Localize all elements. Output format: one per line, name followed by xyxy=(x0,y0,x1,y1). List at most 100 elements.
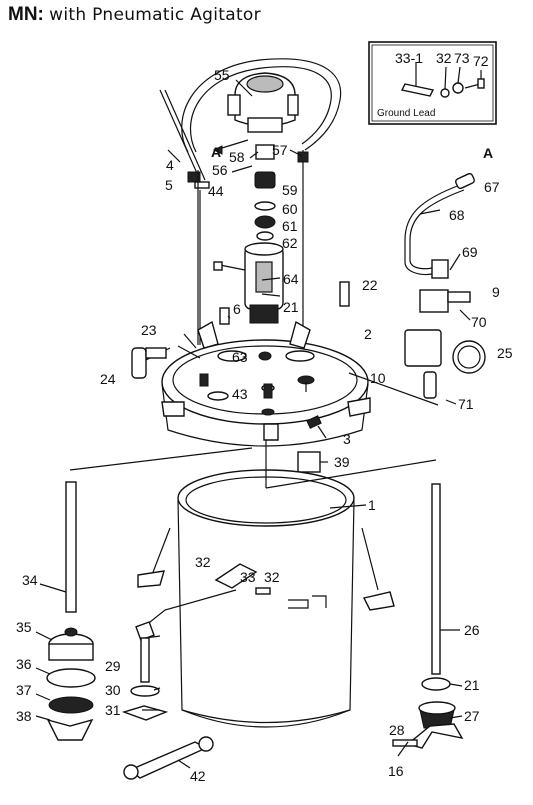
part-70 xyxy=(419,289,449,313)
callout-35: 35 xyxy=(16,619,32,635)
part-71 xyxy=(423,371,437,399)
part-25-regulator xyxy=(404,329,442,367)
callout-27: 27 xyxy=(464,708,480,724)
inset-label-33-1: 33-1 xyxy=(395,50,423,66)
callout-1: 1 xyxy=(368,497,376,513)
callout-64: 64 xyxy=(283,271,299,287)
callout-32-right: 32 xyxy=(264,569,280,585)
callout-22: 22 xyxy=(362,277,378,293)
title-text: with Pneumatic Agitator xyxy=(49,5,261,25)
callout-5: 5 xyxy=(165,177,173,193)
part-61 xyxy=(254,215,276,229)
callout-57: 57 xyxy=(272,142,288,158)
inset-label-32: 32 xyxy=(436,50,452,66)
callout-30: 30 xyxy=(105,682,121,698)
callout-24: 24 xyxy=(100,371,116,387)
callout-9: 9 xyxy=(492,284,500,300)
callout-67: 67 xyxy=(484,179,500,195)
callout-56: 56 xyxy=(212,162,228,178)
part-34-tube xyxy=(65,481,77,613)
part-3 xyxy=(306,415,322,429)
callout-A-top: A xyxy=(211,144,221,160)
part-22 xyxy=(339,281,350,307)
part-29-bolt xyxy=(140,637,150,683)
ground-washer xyxy=(440,88,450,98)
leader-lines xyxy=(35,79,471,769)
callout-69: 69 xyxy=(462,244,478,260)
callout-26: 26 xyxy=(464,622,480,638)
callout-43: 43 xyxy=(232,386,248,402)
ground-nut xyxy=(452,82,464,94)
part-33-bracket xyxy=(214,563,258,589)
callout-37: 37 xyxy=(16,682,32,698)
callout-42: 42 xyxy=(190,768,206,784)
part-43 xyxy=(263,383,273,399)
callout-36: 36 xyxy=(16,656,32,672)
callout-58: 58 xyxy=(229,149,245,165)
callout-62: 62 xyxy=(282,235,298,251)
callout-31: 31 xyxy=(105,702,121,718)
part-30-washer xyxy=(130,685,160,697)
part-26-shaft xyxy=(431,483,441,675)
callout-34: 34 xyxy=(22,572,38,588)
agitator-motor-assembly xyxy=(181,58,342,153)
part-6 xyxy=(219,307,230,325)
part-58 xyxy=(255,144,275,160)
callout-70: 70 xyxy=(471,314,487,330)
callout-60: 60 xyxy=(282,201,298,217)
part-60 xyxy=(254,201,276,211)
callout-39: 39 xyxy=(334,454,350,470)
callout-10: 10 xyxy=(370,370,386,386)
ground-lead-inset: 33-1 32 73 72 Ground Lead xyxy=(368,41,497,125)
callout-63: 63 xyxy=(232,349,248,365)
part-9 xyxy=(447,291,471,303)
callout-44: 44 xyxy=(208,183,224,199)
callout-6: 6 xyxy=(233,301,241,317)
callout-2: 2 xyxy=(364,326,372,342)
part-38-foot xyxy=(46,718,94,741)
part-36-screen xyxy=(46,668,96,688)
callout-33: 33 xyxy=(240,569,256,585)
callout-29: 29 xyxy=(105,658,121,674)
ground-lead-cable xyxy=(400,83,435,97)
part-59 xyxy=(254,171,276,189)
part-21-bushing xyxy=(249,304,279,324)
part-62 xyxy=(256,231,274,241)
callout-A-right: A xyxy=(483,145,493,161)
inset-caption: Ground Lead xyxy=(377,108,435,119)
inset-label-72: 72 xyxy=(473,53,489,69)
part-69 xyxy=(431,259,449,279)
callout-61: 61 xyxy=(282,218,298,234)
siphon-tube-assembly xyxy=(46,447,253,741)
callout-16: 16 xyxy=(388,763,404,779)
callout-59: 59 xyxy=(282,182,298,198)
callout-21-top: 21 xyxy=(283,299,299,315)
part-57 xyxy=(297,151,309,163)
callout-4: 4 xyxy=(166,157,174,173)
part-37-filter xyxy=(48,696,94,714)
agitator-shaft-assembly xyxy=(265,440,464,749)
ground-screw xyxy=(477,78,485,89)
part-23-valve xyxy=(131,347,147,379)
callout-28: 28 xyxy=(389,722,405,738)
part-21-seal xyxy=(421,677,451,691)
callout-32-left: 32 xyxy=(195,554,211,570)
pot-body xyxy=(137,469,395,728)
callout-25: 25 xyxy=(497,345,513,361)
inset-label-73: 73 xyxy=(454,50,470,66)
part-5 xyxy=(187,171,201,183)
air-hose xyxy=(404,184,461,276)
part-39 xyxy=(297,451,321,473)
callout-3: 3 xyxy=(343,431,351,447)
part-31-wingnut xyxy=(121,705,169,721)
callout-71: 71 xyxy=(458,396,474,412)
carry-handle xyxy=(181,58,342,153)
callout-68: 68 xyxy=(449,207,465,223)
callout-labels: 55 4 A 58 57 56 5 44 59 60 61 62 64 22 6… xyxy=(16,67,513,784)
part-16-screw xyxy=(392,739,418,747)
callout-38: 38 xyxy=(16,708,32,724)
model-code: MN: xyxy=(8,4,44,25)
shaft-coupling-stack xyxy=(213,144,284,324)
diagram-title: MN: with Pneumatic Agitator xyxy=(8,4,261,26)
